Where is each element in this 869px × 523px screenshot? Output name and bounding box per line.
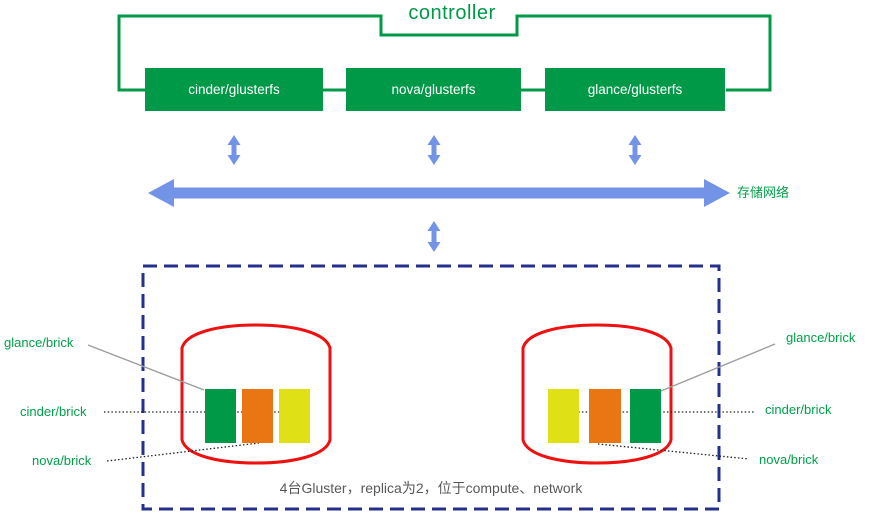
controller-title: controller [408,2,496,24]
left-cinder-brick-label: cinder/brick [20,404,87,419]
controller-frame-border [117,14,772,92]
right-glance-brick-label: glance/brick [786,330,856,345]
gluster-cluster-boundary [141,264,721,511]
left-node-cylinder [180,323,332,465]
left-glance-leader-line [87,344,205,391]
cinder-network-arrow [227,135,241,165]
left-glance-brick-label: glance/brick [4,335,74,350]
left-nova-brick-bar [242,389,273,443]
nova-network-arrow [427,135,441,165]
left-nova-brick-label: nova/brick [32,453,92,468]
glance-network-arrow [628,135,642,165]
right-glance-brick-bar [630,389,661,443]
right-nova-leader-line [597,443,750,460]
storage-network-bus-arrow [148,179,730,207]
service-box-nova-label: nova/glusterfs [391,82,476,97]
service-box-glance-glusterfs: glance/glusterfs [545,68,725,111]
left-cinder-brick-bar [279,389,310,443]
cluster-caption: 4台Gluster，replica为2，位于compute、network [279,480,583,496]
service-box-cinder-glusterfs: cinder/glusterfs [145,68,323,111]
storage-network-label: 存储网络 [737,185,790,200]
service-box-nova-glusterfs: nova/glusterfs [346,68,521,111]
right-glance-leader-line [660,343,776,392]
right-nova-brick-label: nova/brick [759,452,819,467]
right-node-cylinder [521,323,673,465]
left-nova-leader-line [106,442,260,462]
right-cinder-brick-label: cinder/brick [765,402,832,417]
cluster-network-arrow [427,221,441,252]
service-box-cinder-label: cinder/glusterfs [188,82,280,97]
left-glance-brick-bar [205,389,236,443]
right-cinder-brick-bar [548,389,579,443]
right-nova-brick-bar [589,389,621,443]
service-box-glance-label: glance/glusterfs [587,82,683,97]
